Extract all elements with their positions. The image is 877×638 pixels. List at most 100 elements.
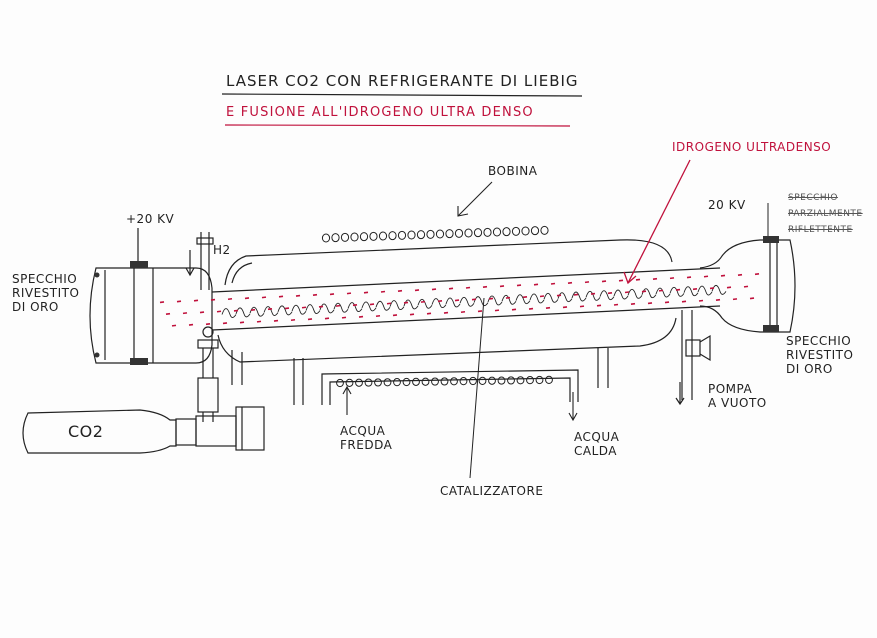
hydrogen-dash xyxy=(482,285,488,288)
left-electrode-bottom xyxy=(130,358,148,365)
catalyst-coil-turn xyxy=(421,377,430,386)
hydrogen-dash xyxy=(256,320,262,323)
hydrogen-dash xyxy=(579,305,585,308)
catalyst-coil-turn xyxy=(478,376,487,385)
h2-inlet xyxy=(185,232,214,290)
acqua-fredda-line-1: ACQUA xyxy=(340,424,386,438)
catalyst-coil-turn xyxy=(545,375,553,384)
left-mirror-clip-bottom xyxy=(94,352,100,358)
hydrogen-dash xyxy=(426,312,432,315)
catalyst-coil-turn xyxy=(393,378,401,387)
catalizzatore-pointer xyxy=(469,297,485,479)
hydrogen-dash xyxy=(244,297,250,300)
hydrogen-dash xyxy=(499,285,505,288)
hydrogen-dash xyxy=(550,282,556,285)
hydrogen-dash xyxy=(301,306,307,309)
acqua-calda-line-2: CALDA xyxy=(574,444,618,458)
acqua-fredda-line-2: FREDDA xyxy=(340,438,393,452)
hydrogen-dash xyxy=(273,319,279,322)
hydrogen-dash xyxy=(737,273,743,276)
catalyst-coil-turn xyxy=(535,375,544,385)
bobina-coil-turn xyxy=(397,230,407,240)
pompa-line-1: POMPA xyxy=(708,382,753,396)
hydrogen-dash xyxy=(630,302,636,305)
hydrogen-dash xyxy=(307,318,313,321)
bobina-coil-turn xyxy=(521,226,530,236)
catalyst-coil-turn xyxy=(345,378,354,387)
title-line-2: E FUSIONE ALL'IDROGENO ULTRA DENSO xyxy=(226,105,534,120)
hydrogen-dash xyxy=(754,273,760,276)
bobina-coil-turn xyxy=(511,226,521,236)
mirror-left-label: SPECCHIO RIVESTITO DI ORO xyxy=(12,272,79,314)
hydrogen-dash xyxy=(726,286,732,289)
hydrogen-dash xyxy=(278,295,284,298)
bobina-coil-turn xyxy=(502,227,511,237)
hydrogen-dash xyxy=(505,296,511,299)
catalyst-coil-turn xyxy=(412,377,420,386)
bobina-coil-turn xyxy=(321,233,331,243)
bobina-coil-turn xyxy=(378,231,388,241)
hydrogen-dash xyxy=(562,306,568,309)
hydrogen-dash xyxy=(159,301,165,304)
hydrogen-dash xyxy=(295,294,301,297)
hydrogen-dash xyxy=(199,311,205,314)
jacket-ports xyxy=(231,348,609,405)
hydrogen-dash xyxy=(709,287,715,290)
hydrogen-dash xyxy=(624,291,630,294)
mirror-right-line-3: DI ORO xyxy=(786,362,833,376)
hydrogen-dash xyxy=(471,298,477,301)
hydrogen-dash xyxy=(171,324,177,327)
catalyst-coil-turn xyxy=(488,376,496,385)
hydrogen-dash xyxy=(720,274,726,277)
hydrogen-dash xyxy=(584,281,590,284)
inner-spiral xyxy=(221,284,727,318)
catalyst-coil-turn xyxy=(507,376,515,385)
hydrogen-dash xyxy=(675,288,681,291)
catalyst-tray xyxy=(321,369,579,405)
hydrogen-dash xyxy=(698,299,704,302)
idrogeno-arrow xyxy=(623,159,691,285)
hydrogen-dash xyxy=(545,306,551,310)
water-arrows xyxy=(342,385,578,422)
mirror-right-line-1: SPECCHIO xyxy=(786,334,852,348)
bobina-coil-turn xyxy=(350,232,359,242)
hydrogen-dash xyxy=(647,302,653,305)
catalyst-coil-turn xyxy=(336,378,344,388)
mirror-left-line-2: RIVESTITO xyxy=(12,286,80,300)
hydrogen-dash xyxy=(664,301,670,304)
co2-bottle xyxy=(22,406,265,454)
hydrogen-dash xyxy=(250,308,256,311)
laser-tube xyxy=(211,267,721,331)
bobina-coil-turn xyxy=(340,232,350,242)
hydrogen-dash xyxy=(386,302,392,305)
mirror-right-label: SPECCHIO RIVESTITO DI ORO xyxy=(786,334,853,376)
hydrogen-dash xyxy=(290,318,296,322)
title-underline xyxy=(221,93,583,97)
catalyst-coil-turn xyxy=(355,378,363,387)
hydrogen-dash xyxy=(454,299,460,302)
co2-feed xyxy=(197,326,219,422)
hydrogen-dash xyxy=(703,275,709,278)
inner-spiral-path xyxy=(221,284,727,318)
hydrogen-dash xyxy=(352,304,358,307)
bobina-coil-turn xyxy=(540,225,549,235)
hydrogen-dash xyxy=(318,305,324,308)
h2-label: H2 xyxy=(213,243,231,257)
bobina-coil-turn xyxy=(435,229,445,239)
catalyst-coil-turn xyxy=(383,378,392,387)
hydrogen-dash xyxy=(658,289,664,292)
hydrogen-dash xyxy=(465,286,471,289)
hydrogen-dash xyxy=(715,298,721,301)
catalyst-coil-turn xyxy=(469,376,477,386)
hydrogen-dash xyxy=(346,292,352,295)
hydrogen-dash xyxy=(573,293,579,296)
bobina-coil-turn xyxy=(359,232,369,242)
hydrogen-dash xyxy=(448,287,454,290)
hydrogen-dash xyxy=(494,309,500,312)
hydrogen-dash xyxy=(358,315,364,318)
vacuum-pump xyxy=(675,310,711,406)
bobina-arrow xyxy=(457,181,493,217)
hydrogen-dash xyxy=(641,290,647,293)
hydrogen-dash xyxy=(205,322,211,326)
hydrogen-dash xyxy=(437,300,443,303)
